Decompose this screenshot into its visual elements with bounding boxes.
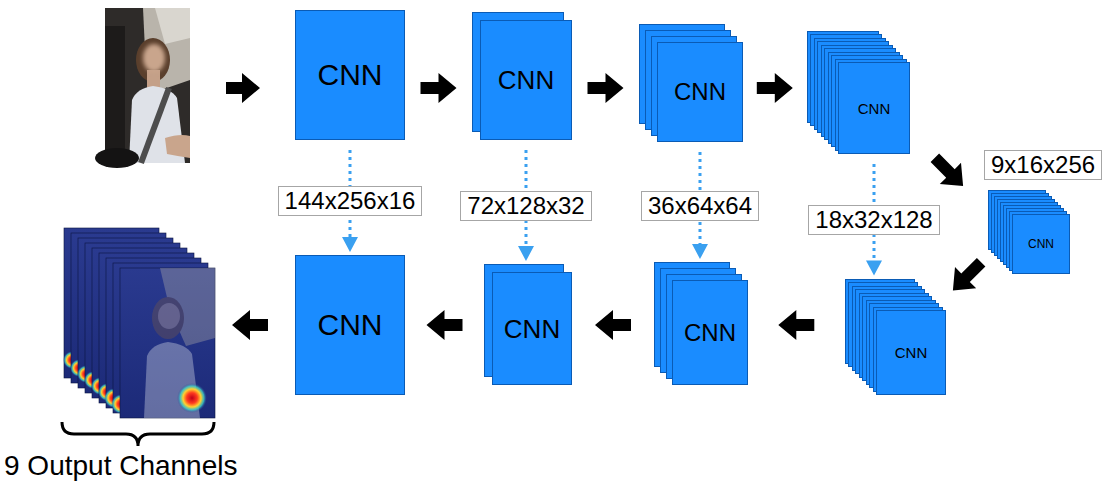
arrowhead <box>342 237 358 252</box>
cnn-block: CNN <box>295 255 405 395</box>
block-label: CNN <box>498 67 554 93</box>
output-heatmap-stack <box>63 228 215 418</box>
cnn-block: CNN <box>480 20 572 140</box>
caption-label: 9 Output Channels <box>4 450 238 482</box>
flow-arrow <box>232 310 268 340</box>
cnn-block: CNN <box>672 280 748 385</box>
flow-arrow <box>588 73 624 103</box>
cnn-block: CNN <box>657 42 743 142</box>
flow-arrow <box>931 154 964 187</box>
block-label: CNN <box>674 80 726 104</box>
cnn-block: CNN <box>492 272 572 385</box>
brace <box>62 422 214 446</box>
block-label: CNN <box>504 316 560 342</box>
flow-arrow <box>427 310 463 340</box>
flow-arrow <box>226 73 260 103</box>
block-label: CNN <box>318 310 383 340</box>
flow-arrow <box>595 310 631 340</box>
block-label: CNN <box>1028 238 1054 250</box>
tensor-size-label: 18x32x128 <box>808 205 939 235</box>
cnn-block: CNN <box>1012 214 1070 274</box>
tensor-size-label: 36x64x64 <box>641 191 759 221</box>
tensor-size-label: 72x128x32 <box>460 191 591 221</box>
arrowhead <box>866 261 882 276</box>
cnn-block: CNN <box>838 62 910 154</box>
flow-arrow <box>421 73 457 103</box>
block-label: CNN <box>318 60 383 90</box>
flow-arrow <box>778 310 814 340</box>
tensor-size-label: 9x16x256 <box>984 150 1102 180</box>
driver-photo <box>95 8 190 168</box>
flow-arrow <box>953 258 986 291</box>
arrowhead <box>692 244 708 259</box>
tensor-size-label: 144x256x16 <box>278 186 423 216</box>
block-label: CNN <box>858 101 891 116</box>
cnn-block: CNN <box>295 10 405 140</box>
arrowhead <box>518 246 534 261</box>
block-label: CNN <box>684 321 736 345</box>
cnn-block: CNN <box>876 310 946 395</box>
block-label: CNN <box>895 345 928 360</box>
flow-arrow <box>757 73 793 103</box>
